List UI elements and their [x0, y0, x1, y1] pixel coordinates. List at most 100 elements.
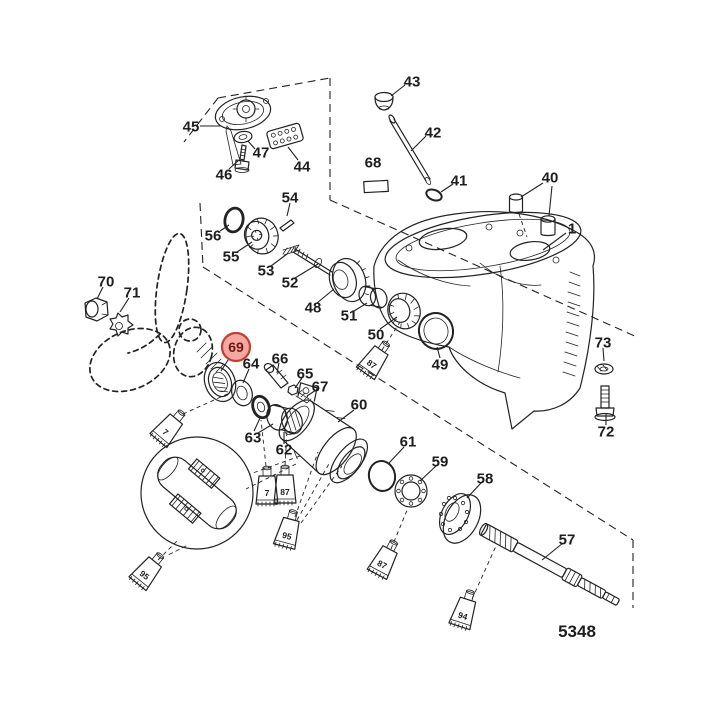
line	[119, 297, 130, 313]
part-label-52[interactable]: 52	[282, 275, 299, 292]
spring-67-drawing	[295, 389, 312, 404]
part-label-72[interactable]: 72	[598, 424, 615, 441]
lubricant-tube: 95	[128, 552, 165, 592]
part-label-51[interactable]: 51	[341, 308, 358, 325]
oring-56-drawing	[223, 206, 245, 234]
line	[249, 455, 301, 475]
part-label-60[interactable]: 60	[351, 397, 368, 414]
highlight-circle-69[interactable]	[220, 331, 252, 363]
lubricant-tube: 7	[255, 465, 279, 507]
line	[276, 362, 280, 374]
part-label-65[interactable]: 65	[297, 366, 314, 383]
lubricant-tube: 87	[273, 464, 297, 506]
lubricant-tube: 95	[272, 509, 300, 551]
part-label-42[interactable]: 42	[425, 125, 442, 142]
tube-number-label: 7	[265, 488, 270, 498]
part-label-63[interactable]: 63	[245, 430, 262, 447]
line	[247, 140, 256, 150]
part-label-46[interactable]: 46	[216, 167, 233, 184]
part-label-73[interactable]: 73	[595, 335, 612, 352]
line	[353, 302, 368, 312]
line	[294, 451, 319, 518]
line	[217, 77, 331, 99]
line	[236, 241, 253, 253]
part-label-56[interactable]: 56	[205, 228, 222, 245]
tube-number-label: 94	[457, 610, 469, 623]
line	[287, 146, 299, 161]
tube-number-label: 7	[160, 427, 170, 438]
lubricant-tube: 87	[366, 539, 399, 581]
tube-number-label: 95	[281, 530, 293, 542]
line	[381, 321, 401, 351]
part-label-53[interactable]: 53	[258, 263, 275, 280]
part-label-61[interactable]: 61	[400, 434, 417, 451]
part-label-71[interactable]: 71	[124, 285, 141, 302]
line	[410, 135, 427, 152]
line	[219, 224, 230, 232]
part-label-64[interactable]: 64	[243, 356, 260, 373]
spring-53-drawing	[282, 244, 301, 256]
part-label-43[interactable]: 43	[404, 74, 421, 91]
thrust-bearing-69-drawing	[203, 361, 237, 403]
pump-bolt-46-drawing	[234, 144, 250, 173]
bearing-50-drawing	[387, 292, 421, 330]
line	[202, 266, 634, 541]
drawing-number: 5348	[558, 622, 596, 641]
part-label-48[interactable]: 48	[305, 300, 322, 317]
shaft-52-drawing	[292, 246, 333, 276]
pin-54-drawing	[279, 219, 295, 232]
line	[182, 391, 233, 415]
part-label-41[interactable]: 41	[451, 173, 468, 190]
line	[96, 286, 104, 300]
part-label-55[interactable]: 55	[223, 249, 240, 266]
line	[316, 288, 335, 304]
line	[296, 461, 331, 521]
part-label-54[interactable]: 54	[282, 190, 299, 207]
part-label-67[interactable]: 67	[312, 379, 329, 396]
bolt-66-drawing	[263, 362, 289, 389]
line	[440, 183, 454, 193]
bolt-72-drawing	[594, 385, 616, 422]
line	[329, 199, 638, 338]
part-label-44[interactable]: 44	[294, 159, 311, 176]
part-label-66[interactable]: 66	[272, 351, 289, 368]
washer-64-drawing	[231, 379, 253, 407]
line	[390, 507, 409, 550]
lubricant-tube: 94	[448, 589, 477, 631]
line	[228, 159, 240, 170]
part-label-69[interactable]: 69	[228, 339, 244, 355]
water-pump-assembly-drawing	[214, 95, 272, 166]
part-label-59[interactable]: 59	[432, 454, 449, 471]
prop-nut-70-drawing	[84, 297, 109, 322]
line	[602, 347, 605, 362]
ball-bearing-59-drawing	[394, 474, 428, 508]
part-label-1[interactable]: 1	[568, 221, 576, 238]
line	[436, 346, 441, 359]
bearing-51-drawing	[358, 285, 388, 309]
gear-48-drawing	[328, 257, 371, 303]
prop-shaft-57-drawing	[478, 522, 620, 606]
part-label-47[interactable]: 47	[253, 145, 270, 162]
inset-detail-circle	[140, 436, 254, 557]
line	[541, 542, 564, 561]
part-label-68[interactable]: 68	[365, 155, 382, 172]
line	[270, 253, 288, 267]
part-label-49[interactable]: 49	[432, 357, 449, 374]
nut-65-drawing	[287, 384, 299, 396]
part-label-70[interactable]: 70	[98, 274, 115, 291]
seal-63-drawing	[251, 394, 271, 420]
part-label-62[interactable]: 62	[276, 442, 293, 459]
part-label-58[interactable]: 58	[477, 471, 494, 488]
part-label-45[interactable]: 45	[183, 119, 200, 136]
line	[257, 423, 274, 434]
part-label-57[interactable]: 57	[559, 532, 576, 549]
part-label-40[interactable]: 40	[542, 170, 559, 187]
oring-41-drawing	[425, 188, 443, 202]
tube-42-drawing	[388, 114, 432, 185]
dashed-leader-lines	[157, 213, 528, 600]
line	[388, 446, 405, 464]
line	[157, 539, 179, 561]
part-label-50[interactable]: 50	[368, 327, 385, 344]
